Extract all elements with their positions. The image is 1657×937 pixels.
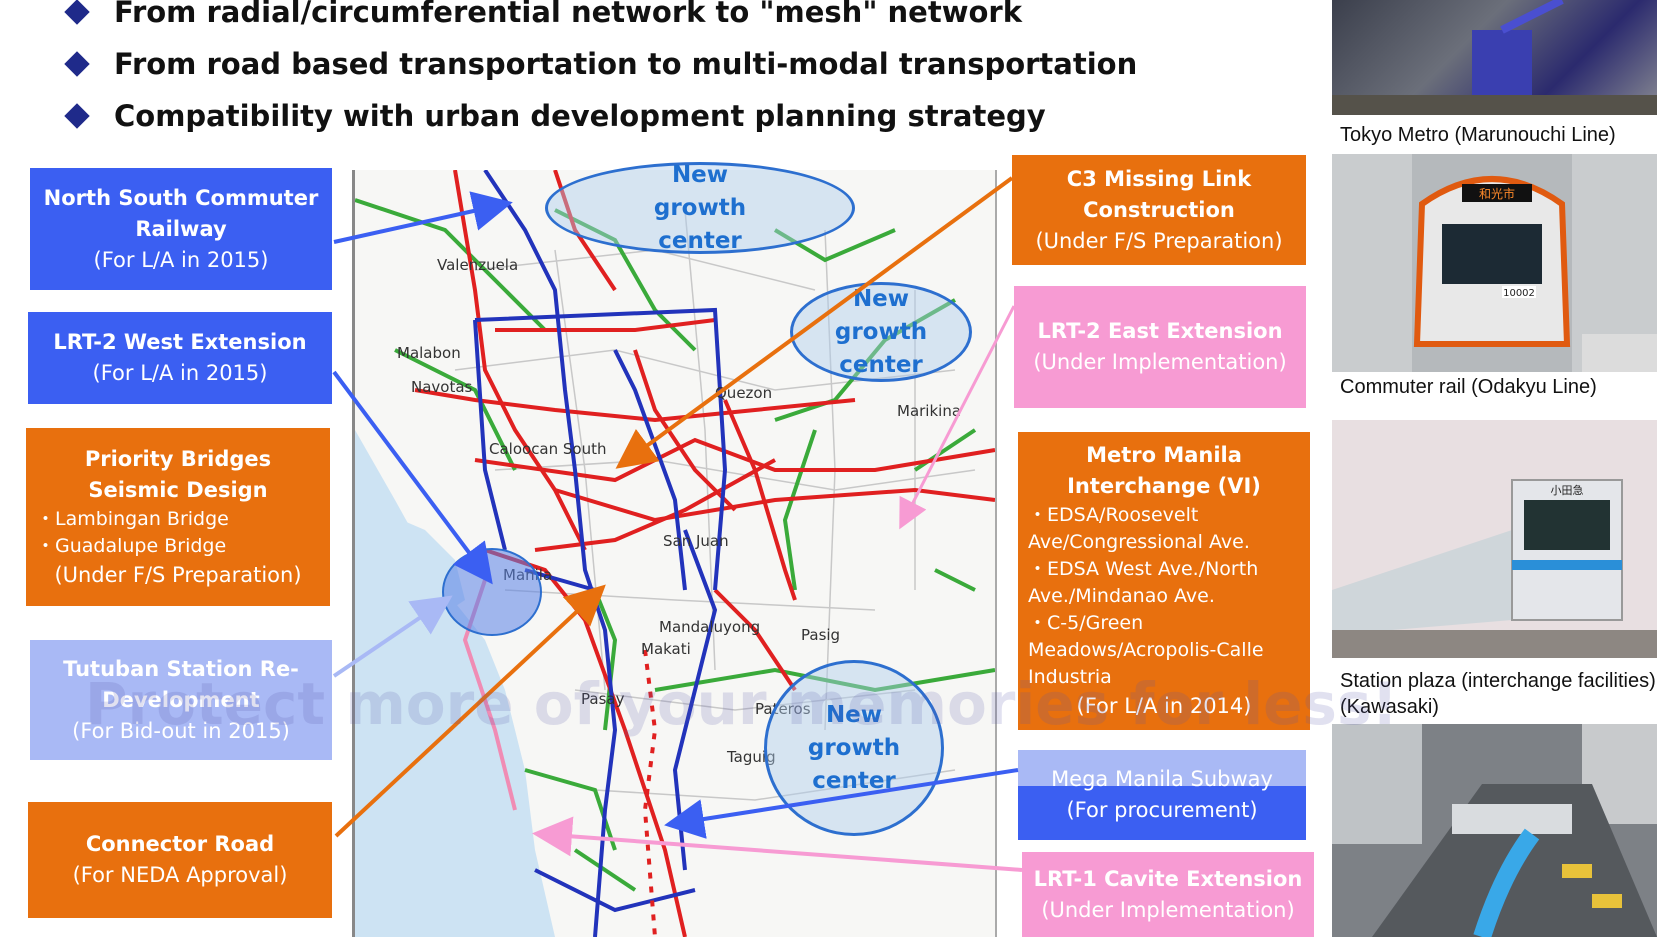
project-priority-bridges: Priority Bridges Seismic Design ・Lambing… [26, 428, 330, 606]
project-lrt1-cavite: LRT-1 Cavite Extension (Under Implementa… [1022, 852, 1314, 937]
project-title: LRT-2 West Extension [53, 330, 307, 354]
project-item: ・C-5/Green Meadows/Acropolis-Calle Indus… [1028, 612, 1264, 688]
project-status: (Under Implementation) [1041, 897, 1295, 922]
bullet-list: From radial/circumferential network to "… [60, 0, 1200, 142]
project-item: ・Guadalupe Bridge [36, 534, 227, 557]
photo-commuter-train: 和光市 10002 [1332, 154, 1657, 372]
watermark-text: Protect more of your memories for less! [85, 670, 1398, 738]
map-label: Marikina [897, 402, 962, 420]
project-title: LRT-1 Cavite Extension [1033, 866, 1303, 891]
project-mega-manila-subway: Mega Manila Subway (For procurement) [1018, 750, 1306, 840]
project-tutuban: Tutuban Station Re-Development (For Bid-… [30, 640, 332, 760]
project-status: (For NEDA Approval) [72, 863, 288, 887]
map-label: Malabon [397, 344, 461, 362]
plaza-icon [1332, 724, 1657, 937]
growth-center-north: New growth center [545, 162, 855, 254]
train-icon: 和光市 10002 [1332, 154, 1657, 372]
bullet-item: From road based transportation to multi-… [60, 38, 1200, 90]
project-status: (Under F/S Preparation) [1035, 228, 1283, 253]
train-icon: 小田急 [1332, 420, 1657, 658]
future-rail-dotted [642, 649, 658, 937]
project-item: ・Lambingan Bridge [36, 507, 229, 530]
project-status: (For L/A in 2015) [93, 247, 269, 272]
map-border [995, 170, 997, 937]
project-status: (For L/A in 2014) [1076, 694, 1252, 718]
bullet-text: From radial/circumferential network to "… [114, 0, 1023, 29]
project-title: LRT-2 East Extension [1037, 319, 1283, 343]
train-destination-sign: 和光市 [1479, 186, 1515, 201]
project-title: North South Commuter Railway [43, 185, 319, 241]
map-label: Navotas [411, 378, 473, 396]
bullet-text: Compatibility with urban development pla… [114, 99, 1046, 133]
project-c3-missing-link: C3 Missing Link Construction (Under F/S … [1012, 155, 1306, 265]
map-label: Quezon [715, 384, 773, 402]
diamond-bullet-icon [64, 103, 90, 129]
project-title: Connector Road [85, 832, 275, 856]
project-title: Tutuban Station Re-Development [63, 656, 299, 712]
bullet-text: From road based transportation to multi-… [114, 47, 1138, 81]
photo-caption: Tokyo Metro (Marunouchi Line) [1340, 124, 1616, 146]
bullet-item: From radial/circumferential network to "… [60, 0, 1200, 38]
project-item: ・EDSA/Roosevelt Ave/Congressional Ave. [1028, 504, 1250, 553]
photo-tokyo-metro-construction [1332, 0, 1657, 115]
growth-center-label: New growth center [653, 161, 747, 254]
bullet-item: Compatibility with urban development pla… [60, 90, 1200, 142]
project-title: C3 Missing Link Construction [1066, 166, 1252, 222]
photo-odakyu-train: 小田急 [1332, 420, 1657, 658]
train-destination-sign: 小田急 [1551, 483, 1584, 497]
crane-icon [1332, 0, 1657, 115]
map-label: Makati [641, 640, 691, 658]
photo-caption: Commuter rail (Odakyu Line) [1340, 376, 1597, 398]
project-nscr: North South Commuter Railway (For L/A in… [30, 168, 332, 290]
project-status: (Under Implementation) [1033, 350, 1287, 374]
project-lrt2-west: LRT-2 West Extension (For L/A in 2015) [28, 312, 332, 404]
project-connector-road: Connector Road (For NEDA Approval) [28, 802, 332, 918]
map-label: Mandaluyong [659, 618, 761, 636]
photo-station-plaza [1332, 724, 1657, 937]
map-label: Caloocan South [489, 440, 607, 458]
growth-center-label: New growth center [834, 285, 928, 378]
train-number: 10002 [1503, 288, 1535, 299]
project-lrt2-east: LRT-2 East Extension (Under Implementati… [1014, 286, 1306, 408]
project-status: (Under F/S Preparation) [54, 562, 302, 587]
project-status: (For procurement) [1066, 798, 1258, 822]
diamond-bullet-icon [64, 51, 90, 77]
project-title: Mega Manila Subway [1051, 767, 1273, 791]
project-title: Priority Bridges Seismic Design [84, 446, 272, 502]
photo-caption: Station plaza (interchange facilities) (… [1340, 670, 1656, 718]
map-label: San Juan [663, 532, 729, 550]
project-title: Metro Manila Interchange (VI) [1067, 443, 1261, 498]
growth-center-east: New growth center [790, 282, 972, 382]
map-label: Valenzuela [437, 256, 519, 274]
map-label: Pasig [801, 626, 841, 644]
diamond-bullet-icon [64, 0, 90, 25]
project-status: (For L/A in 2015) [92, 361, 268, 385]
project-item: ・EDSA West Ave./North Ave./Mindanao Ave. [1028, 558, 1259, 607]
project-status: (For Bid-out in 2015) [72, 718, 290, 743]
map-label: Taguig [727, 748, 776, 766]
project-metro-manila-interchange: Metro Manila Interchange (VI) ・EDSA/Roos… [1018, 432, 1310, 730]
manila-hub-circle [442, 548, 542, 636]
